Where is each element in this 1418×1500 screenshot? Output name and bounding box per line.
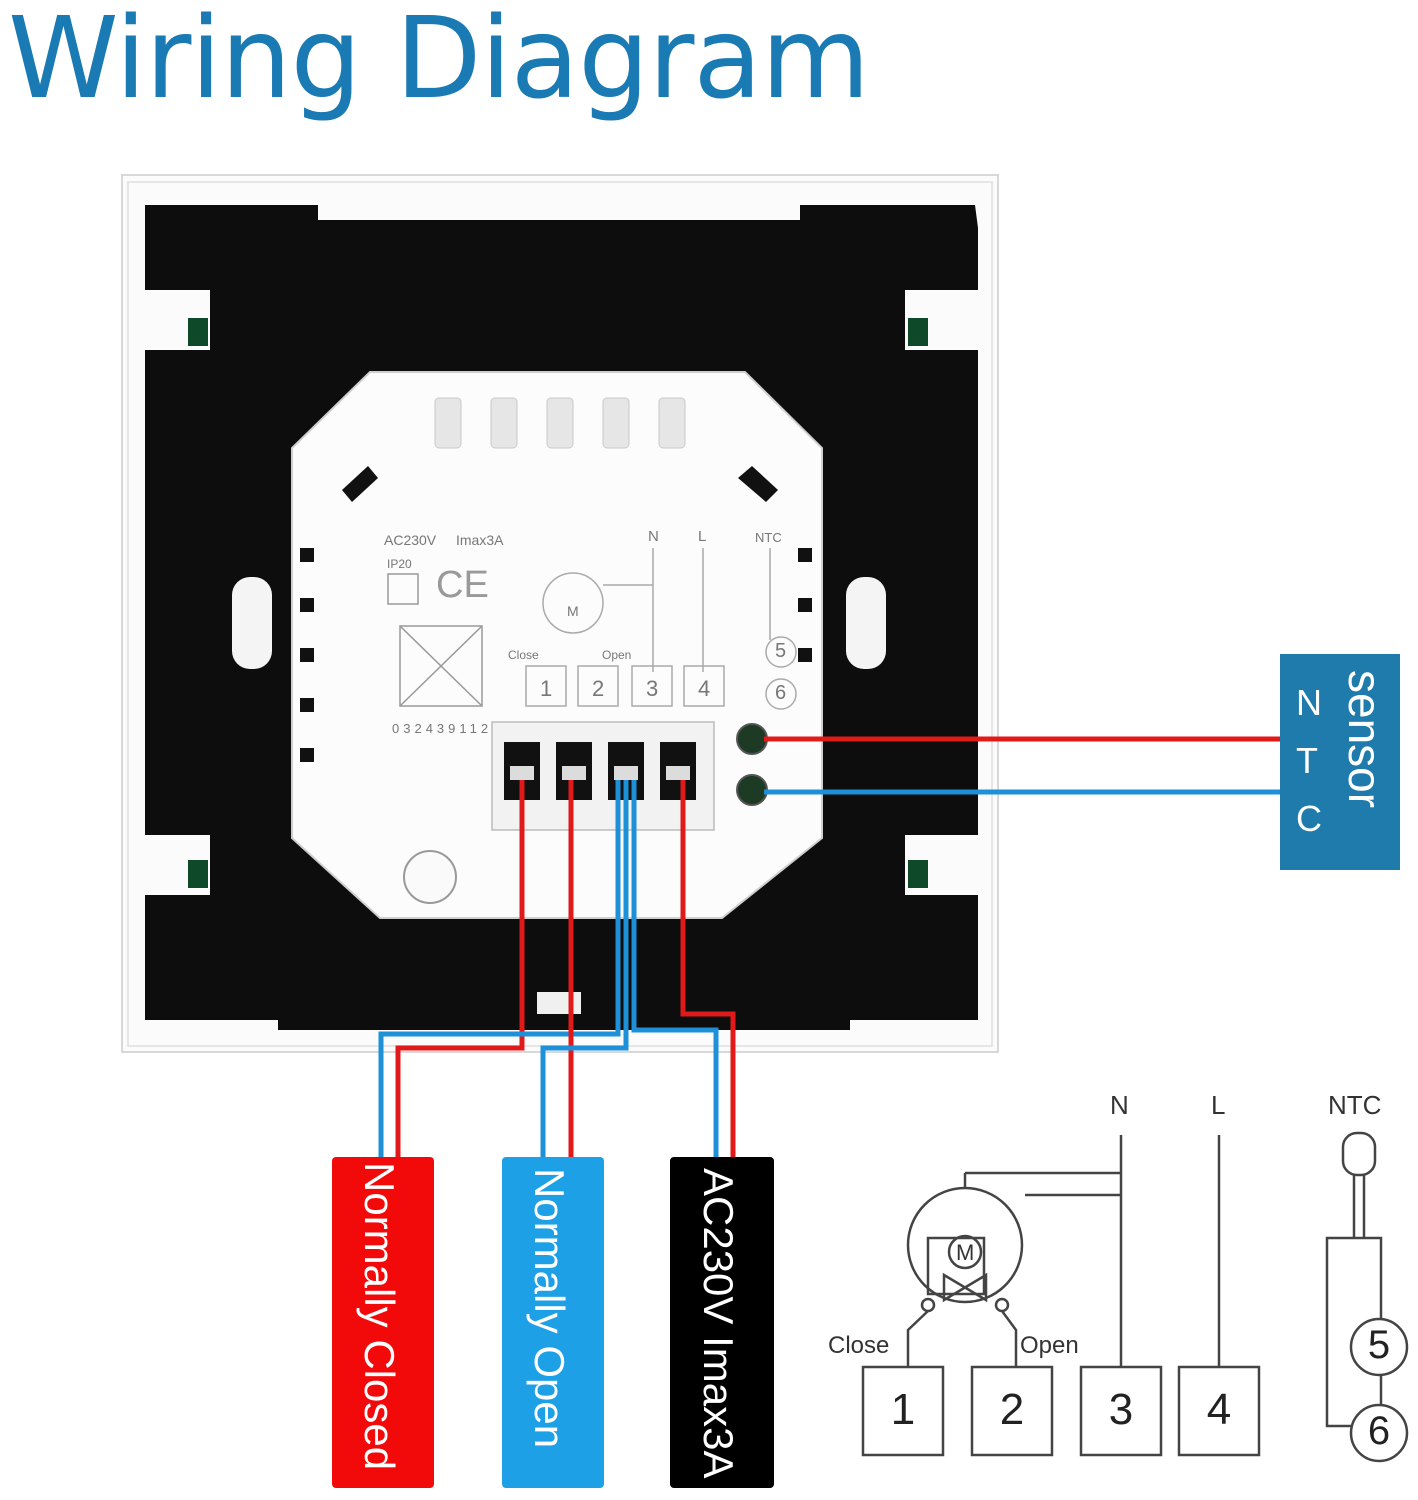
wire-nc-blue — [378, 780, 621, 1160]
device-current-label: Imax3A — [456, 532, 504, 548]
sensor-label: sensor — [1339, 670, 1391, 809]
ntc-label: NTC — [1296, 682, 1322, 839]
latch — [188, 318, 208, 346]
power-box — [670, 1157, 774, 1488]
device-terminal-6: 6 — [775, 682, 787, 704]
schematic-terminal-6: 6 — [1367, 1409, 1391, 1453]
latch — [908, 318, 928, 346]
device-terminal-2: 2 — [592, 676, 605, 701]
normally-closed-box — [332, 1157, 434, 1488]
normally-closed-label: Normally Closed — [356, 1162, 403, 1471]
device-motor-label: M — [567, 603, 579, 619]
schematic-terminal-3: 3 — [1108, 1385, 1134, 1434]
schematic-pin-l: L — [1211, 1090, 1226, 1120]
schematic-terminal-5: 5 — [1367, 1323, 1391, 1367]
device-terminal-4: 4 — [698, 676, 711, 701]
device-pin-ntc: NTC — [755, 530, 782, 545]
page-title: Wiring Diagram — [8, 0, 870, 124]
wire-pwr-blue — [631, 780, 719, 1160]
schematic-pin-n: N — [1110, 1090, 1129, 1120]
latch — [908, 860, 928, 888]
normally-open-label: Normally Open — [526, 1168, 573, 1449]
device-terminal-5: 5 — [775, 640, 787, 662]
mounting-slot — [846, 577, 886, 669]
device-pin-n: N — [648, 528, 659, 545]
schematic-terminal-1: 1 — [890, 1385, 916, 1434]
device-ip-label: IP20 — [387, 557, 412, 571]
device-voltage-label: AC230V — [384, 532, 437, 548]
latch — [188, 860, 208, 888]
ntc-screw-terminal — [736, 774, 768, 806]
mounting-slot — [232, 577, 272, 669]
device-terminal-3: 3 — [646, 676, 659, 701]
schematic-terminal-4: 4 — [1206, 1385, 1232, 1434]
wire-nc-red — [395, 780, 525, 1160]
device-serial: 032439112 — [392, 721, 493, 736]
normally-open-box — [502, 1157, 604, 1488]
schematic-terminal-2: 2 — [999, 1385, 1025, 1434]
device-terminal-1: 1 — [540, 676, 553, 701]
wire-no-blue — [540, 780, 629, 1160]
ntc-sensor-box — [1280, 654, 1400, 870]
ce-mark: CE — [436, 564, 489, 606]
schematic-close: Close — [828, 1332, 890, 1359]
power-label: AC230V Imax3A — [695, 1168, 742, 1479]
schematic-open: Open — [1020, 1332, 1079, 1359]
device-open-label: Open — [602, 648, 632, 662]
ntc-screw-terminal — [736, 723, 768, 755]
wire-pwr-red — [680, 780, 736, 1160]
device-close-label: Close — [508, 648, 539, 662]
reset-hole — [403, 850, 457, 904]
device-pin-l: L — [698, 528, 707, 545]
schematic-motor: M — [956, 1240, 975, 1265]
schematic-pin-ntc: NTC — [1328, 1090, 1382, 1120]
terminal-module — [291, 371, 823, 919]
